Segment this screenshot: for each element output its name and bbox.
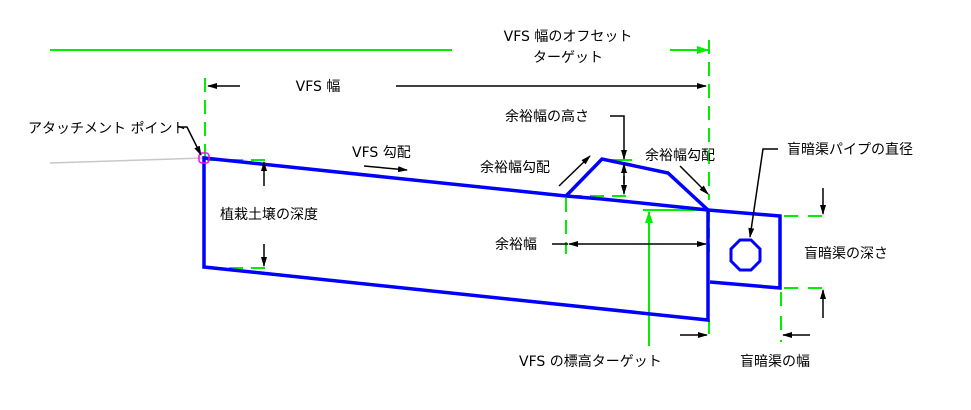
attachment-point-marker <box>198 152 210 164</box>
underdrain-profile <box>707 208 782 290</box>
label-underdrain-depth: 盲暗渠の深さ <box>804 245 888 262</box>
berm-slope-right-arrow <box>679 165 709 195</box>
label-vfs-elevation-target: VFS の標高ターゲット <box>519 353 662 370</box>
attachment-leader <box>178 126 202 156</box>
label-vfs-slope: VFS 勾配 <box>352 145 411 161</box>
label-berm-slope-left: 余裕幅勾配 <box>480 159 550 176</box>
label-underdrain-pipe-diameter: 盲暗渠パイプの直径 <box>787 141 913 158</box>
existing-ground-line <box>49 157 205 164</box>
pipe-diameter-leader <box>748 148 778 238</box>
vfs-slope-arrow <box>363 165 408 173</box>
label-berm-height: 余裕幅の高さ <box>505 108 589 125</box>
label-planting-soil-depth: 植栽土壌の深度 <box>220 207 318 223</box>
label-attachment-point: アタッチメント ポイント <box>28 121 186 137</box>
vfs-profile <box>202 156 710 322</box>
berm-profile <box>564 157 710 212</box>
label-vfs-width-offset-target-2: ターゲット <box>533 50 603 66</box>
label-berm-slope-right: 余裕幅勾配 <box>645 147 715 164</box>
label-underdrain-width: 盲暗渠の幅 <box>740 353 810 370</box>
label-vfs-width: VFS 幅 <box>296 79 341 95</box>
label-vfs-width-offset-target-1: VFS 幅のオフセット <box>504 29 633 45</box>
underdrain-pipe <box>729 238 762 272</box>
berm-slope-left-arrow <box>558 155 591 187</box>
berm-height-leader <box>610 115 627 160</box>
label-berm-width: 余裕幅 <box>495 236 537 253</box>
